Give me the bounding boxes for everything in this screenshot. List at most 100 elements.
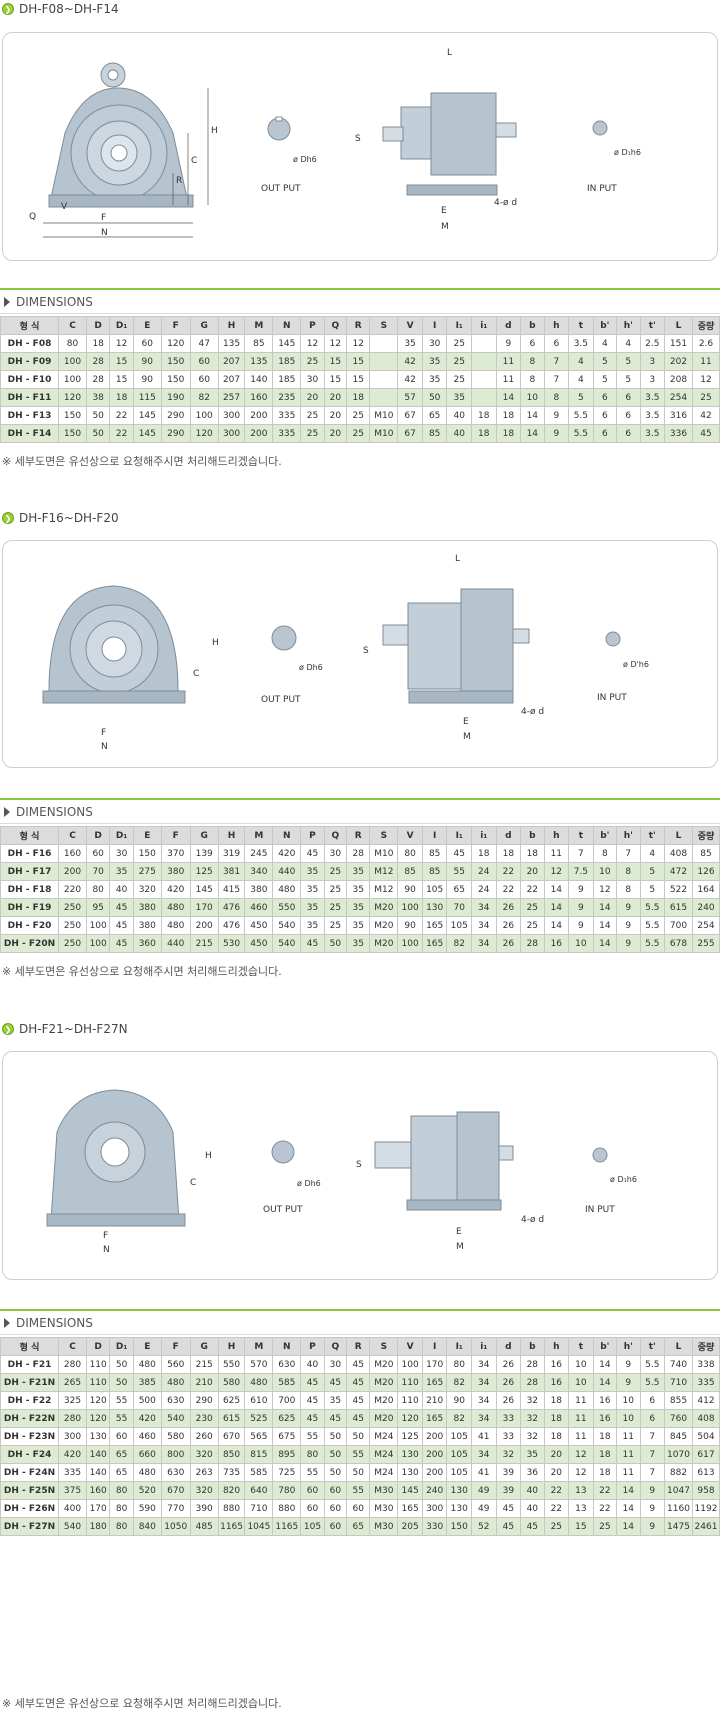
value-cell: 625 <box>272 1409 302 1428</box>
value-cell: 725 <box>272 1463 302 1482</box>
value-cell <box>369 334 399 353</box>
model-cell: DH - F11 <box>0 388 60 407</box>
value-cell: 49 <box>471 1499 497 1518</box>
value-cell: 36 <box>520 1463 545 1482</box>
value-cell: 335 <box>272 424 302 443</box>
value-cell: 26 <box>495 934 522 953</box>
value-cell: 9 <box>543 424 570 443</box>
value-cell: 1047 <box>664 1481 693 1500</box>
column-header: G <box>189 826 219 845</box>
column-header: L <box>664 1337 693 1356</box>
value-cell: 200 <box>189 916 219 935</box>
value-cell: 250 <box>58 934 87 953</box>
value-cell: 8 <box>616 862 641 881</box>
dim-label-L: L <box>447 48 452 58</box>
value-cell: 14 <box>592 898 618 917</box>
column-header: i₁ <box>471 1337 497 1356</box>
value-cell: 25 <box>520 898 545 917</box>
value-cell: 45 <box>323 1373 348 1392</box>
chevron-right-icon: ❯ <box>2 512 14 524</box>
value-cell: 840 <box>132 1517 162 1536</box>
value-cell: 5.5 <box>568 424 594 443</box>
value-cell: 67 <box>397 424 423 443</box>
value-cell: 560 <box>160 1355 191 1374</box>
value-cell: 1045 <box>244 1517 274 1536</box>
value-cell: 65 <box>421 406 448 425</box>
value-cell: 5 <box>639 862 666 881</box>
column-header: t' <box>639 826 666 845</box>
value-cell: 3.5 <box>568 334 594 353</box>
value-cell: 254 <box>691 916 720 935</box>
value-cell: 41 <box>471 1463 497 1482</box>
value-cell: 80 <box>109 1481 134 1500</box>
value-cell: 300 <box>217 424 246 443</box>
value-cell: 12 <box>543 862 570 881</box>
note-text-2: ※ 세부도면은 유선상으로 요청해주시면 처리해드리겠습니다. <box>2 965 282 978</box>
value-cell: 22 <box>543 1499 570 1518</box>
value-cell: 42 <box>691 406 720 425</box>
value-cell: 160 <box>244 388 274 407</box>
value-cell: 375 <box>58 1481 87 1500</box>
value-cell: 60 <box>132 334 162 353</box>
column-header: N <box>272 1337 302 1356</box>
value-cell: 1192 <box>691 1499 720 1518</box>
value-cell: 5.5 <box>639 916 666 935</box>
value-cell: 20 <box>323 388 348 407</box>
front-view <box>42 585 186 704</box>
value-cell: 480 <box>244 1373 274 1392</box>
value-cell: 60 <box>109 1427 134 1446</box>
value-cell: 335 <box>691 1373 720 1392</box>
value-cell: 135 <box>244 352 274 371</box>
value-cell: 7 <box>639 1463 666 1482</box>
value-cell: 16 <box>592 1409 618 1428</box>
value-cell: 18 <box>109 388 134 407</box>
column-header: C <box>58 826 87 845</box>
model-cell: DH - F16 <box>0 844 60 863</box>
output-label: OUT PUT <box>263 1205 303 1215</box>
value-cell: 34 <box>471 1373 497 1392</box>
value-cell: 14 <box>616 1481 641 1500</box>
value-cell: 265 <box>58 1373 87 1392</box>
column-header: Q <box>323 826 348 845</box>
column-header: D <box>85 1337 111 1356</box>
column-header: E <box>132 826 162 845</box>
value-cell: 5 <box>639 880 666 899</box>
value-cell: 55 <box>109 1409 134 1428</box>
value-cell: 6 <box>616 388 641 407</box>
value-cell: 525 <box>244 1409 274 1428</box>
value-cell: M12 <box>369 862 399 881</box>
value-cell: 12 <box>568 1463 594 1482</box>
value-cell: M10 <box>369 406 399 425</box>
value-cell: 25 <box>323 862 348 881</box>
value-cell: 90 <box>132 370 162 389</box>
value-cell: 320 <box>132 880 162 899</box>
value-cell: 381 <box>217 862 246 881</box>
value-cell: 100 <box>189 406 219 425</box>
value-cell: 105 <box>446 1445 472 1464</box>
value-cell: M10 <box>369 844 399 863</box>
value-cell: 11 <box>495 370 522 389</box>
value-cell: 120 <box>397 1409 423 1428</box>
value-cell: 140 <box>244 370 274 389</box>
value-cell: 1165 <box>272 1517 302 1536</box>
value-cell: 280 <box>58 1355 87 1374</box>
value-cell: 290 <box>160 406 191 425</box>
value-cell: 22 <box>592 1499 618 1518</box>
input-d1h6-label: ø D₁h6 <box>614 148 641 157</box>
value-cell: 32 <box>520 1409 545 1428</box>
value-cell: 215 <box>189 1355 219 1374</box>
value-cell: 34 <box>471 1355 497 1374</box>
value-cell: 820 <box>217 1481 246 1500</box>
value-cell: 35 <box>300 862 325 881</box>
value-cell: 25 <box>323 880 348 899</box>
value-cell: 28 <box>520 934 545 953</box>
dim-label-F: F <box>101 728 106 738</box>
column-header: F <box>160 1337 191 1356</box>
value-cell: 40 <box>520 1481 545 1500</box>
